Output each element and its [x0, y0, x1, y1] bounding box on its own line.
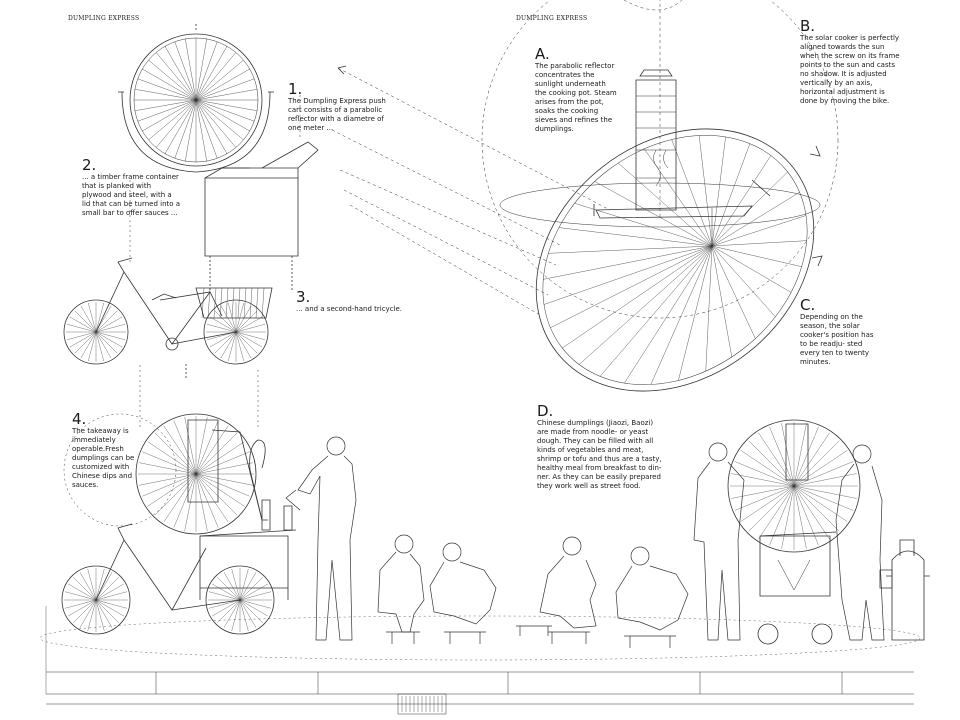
step-1-text: The Dumpling Express push cart consists …	[288, 97, 386, 132]
reflector-wheel-icon	[118, 24, 274, 172]
note-d-letter: D.	[537, 402, 554, 420]
step-3-number: 3.	[296, 288, 311, 306]
sun-rays	[332, 68, 610, 315]
step-2-number: 2.	[82, 156, 97, 174]
header-right: DUMPLING EXPRESS	[516, 15, 588, 22]
note-a-letter: A.	[535, 45, 550, 63]
note-a-text: The parabolic reflector concentrates the…	[535, 62, 617, 133]
note-b-letter: B.	[800, 17, 816, 35]
cart-scene-icon	[62, 414, 296, 634]
note-c-text: Depending on the season, the solar cooke…	[800, 313, 874, 366]
header-left: DUMPLING EXPRESS	[68, 15, 140, 22]
tricycle-icon	[64, 258, 272, 378]
note-c-letter: C.	[800, 296, 816, 314]
right-cart-icon	[728, 420, 930, 644]
step-4-text: The takeaway is immediately operable.Fre…	[72, 427, 135, 489]
ground-lines	[40, 606, 920, 714]
step-2-text: ... a timber frame container that is pla…	[82, 173, 181, 217]
note-b-text: The solar cooker is perfectly aligned to…	[800, 34, 900, 105]
step-4-number: 4.	[72, 410, 87, 428]
step-1-number: 1.	[288, 80, 303, 98]
timber-box-icon	[205, 142, 318, 290]
solar-cooker-icon	[482, 0, 866, 445]
step-3-text: ... and a second-hand tricycle.	[296, 305, 403, 313]
people-figures	[286, 437, 884, 648]
note-d-text: Chinese dumplings (Jiaozi, Baozi) are ma…	[537, 419, 662, 490]
